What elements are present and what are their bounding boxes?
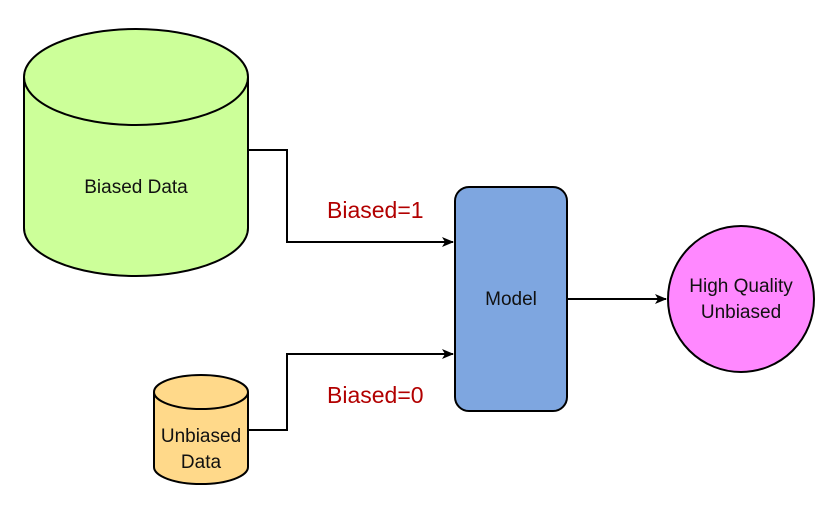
biased-data-cylinder: Biased Data [23, 28, 249, 277]
edge-label-biased-0: Biased=0 [327, 382, 424, 408]
model-label: Model [485, 289, 537, 310]
unbiased-data-label-line1: Unbiased [161, 426, 241, 447]
unbiased-data-cylinder: Unbiased Data [153, 374, 249, 485]
output-label-line1: High Quality [689, 276, 793, 297]
edge-biased-to-model [248, 149, 454, 247]
edge-label-biased-1: Biased=1 [327, 197, 424, 223]
model-box: Model [454, 186, 568, 412]
biased-data-label: Biased Data [84, 177, 188, 198]
output-circle: High Quality Unbiased [667, 225, 815, 373]
edge-unbiased-to-model [248, 349, 454, 431]
unbiased-data-label-line2: Data [181, 452, 222, 473]
output-label-line2: Unbiased [701, 302, 781, 323]
